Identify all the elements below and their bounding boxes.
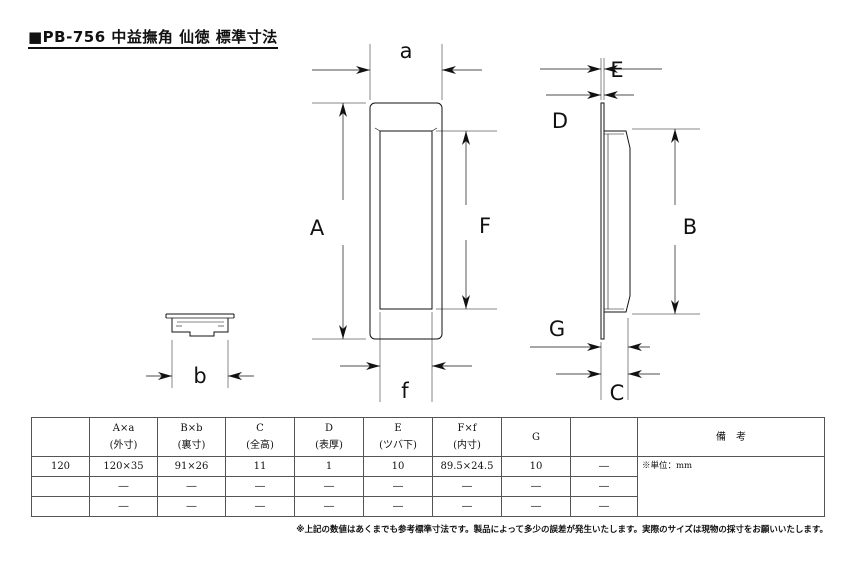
table-cell: ― [501, 496, 571, 517]
dim-label-a: a [400, 39, 413, 63]
table-cell: 11 [225, 456, 295, 477]
table-cell: ― [570, 456, 638, 477]
header-cell: A×a(外寸) [89, 417, 158, 457]
table-cell: ― [89, 476, 158, 497]
front-view [312, 44, 497, 402]
dim-label-C: C [610, 381, 625, 405]
table-cell: ― [225, 496, 295, 517]
dim-label-E: E [610, 58, 623, 82]
header-cell: D(表厚) [294, 417, 364, 457]
technical-drawing: a b A F f E D B G C [146, 39, 700, 405]
remarks-cell: ※単位：mm [637, 456, 825, 517]
table-cell: ― [225, 476, 295, 497]
table-cell: 1 [294, 456, 364, 477]
header-cell: B×b(裏寸) [157, 417, 226, 457]
dim-label-f: f [401, 379, 409, 403]
table-cell: ― [363, 476, 433, 497]
header-cell: C(全高) [225, 417, 295, 457]
dim-label-B: B [683, 215, 697, 239]
table-cell: 89.5×24.5 [432, 456, 502, 477]
table-cell: ― [570, 496, 638, 517]
dim-label-G: G [549, 317, 565, 341]
header-cell [31, 417, 90, 457]
table-cell: 91×26 [157, 456, 226, 477]
table-cell: ― [432, 496, 502, 517]
table-cell: 10 [363, 456, 433, 477]
side-profile-view [146, 313, 254, 388]
header-cell: F×f(内寸) [432, 417, 502, 457]
table-header-row: A×a(外寸) B×b(裏寸) C(全高) D(表厚) E(ツバ下) F×f(内… [31, 417, 825, 457]
remarks-header: 備 考 [637, 417, 825, 457]
table-row: ― ― ― ― ― ― ― ― [31, 496, 825, 517]
table-cell: ― [501, 476, 571, 497]
table-cell: ― [363, 496, 433, 517]
table-cell: ― [89, 496, 158, 517]
table-cell: 10 [501, 456, 571, 477]
dimension-table: A×a(外寸) B×b(裏寸) C(全高) D(表厚) E(ツバ下) F×f(内… [31, 417, 825, 517]
table-cell: ― [157, 496, 226, 517]
header-cell: G [501, 417, 571, 457]
table-cell: ― [157, 476, 226, 497]
table-cell: 120 [31, 456, 90, 477]
header-cell [570, 417, 638, 457]
page-title: ■PB-756 中益撫角 仙徳 標準寸法 [28, 28, 278, 49]
dim-label-D: D [552, 109, 568, 133]
header-cell: E(ツバ下) [363, 417, 433, 457]
table-row: ― ― ― ― ― ― ― ― [31, 476, 825, 497]
table-row: 120 120×35 91×26 11 1 10 89.5×24.5 10 ― … [31, 456, 825, 517]
table-cell [31, 496, 90, 517]
table-cell: ― [570, 476, 638, 497]
table-cell: ― [432, 476, 502, 497]
side-section-view [530, 58, 700, 400]
footnote: ※上記の数値はあくまでも参考標準寸法です。製品によって多少の誤差が発生いたします… [296, 525, 828, 535]
table-cell [31, 476, 90, 497]
dim-label-A: A [310, 216, 325, 240]
table-cell: 120×35 [89, 456, 158, 477]
dim-label-b: b [193, 364, 206, 388]
dim-label-F: F [479, 214, 491, 238]
table-cell: ― [294, 496, 364, 517]
table-cell: ― [294, 476, 364, 497]
